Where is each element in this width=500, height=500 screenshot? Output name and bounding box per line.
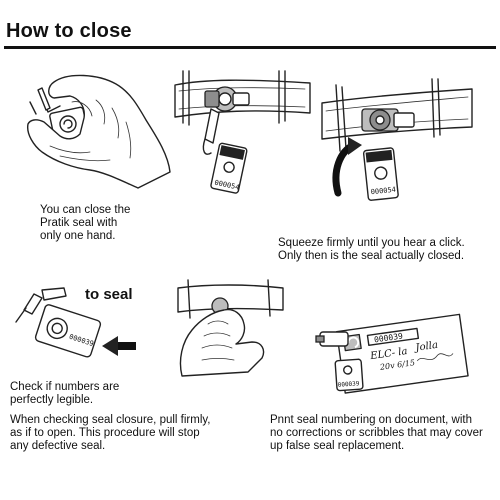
step6-caption: Pnnt seal numbering on document, with no… [270, 414, 483, 452]
step1-caption: You can close the Pratik seal with only … [40, 204, 131, 242]
document-text-1: ELC- la [369, 346, 409, 362]
step4-caption-legibility: Check if numbers are perfectly legible. [10, 381, 120, 406]
title-rule [4, 46, 496, 49]
hand-closing-seal-illustration [177, 279, 284, 377]
document-number: 000039 [374, 332, 404, 345]
to-seal-heading: to seal [85, 286, 133, 303]
hand-holding-seal-illustration [27, 74, 171, 189]
step3-caption: Squeeze firmly until you hear a click. O… [278, 237, 465, 262]
seal-tag-number: 000054 [370, 186, 396, 197]
belt-closing-seal-illustration: 000054 [321, 78, 473, 201]
page-title: How to close [6, 20, 132, 42]
seal-tag-number: 000039 [338, 380, 360, 389]
document-text-2: Jolla [413, 340, 439, 354]
belt-open-seal-illustration: 000054 [174, 70, 311, 194]
document-illustration: 000039 ELC- la Jolla 20v 6/15 000039 [315, 313, 469, 394]
closed-seal-illustration: 000039 [15, 287, 136, 358]
step4-caption-check: When checking seal closure, pull firmly,… [10, 414, 211, 452]
